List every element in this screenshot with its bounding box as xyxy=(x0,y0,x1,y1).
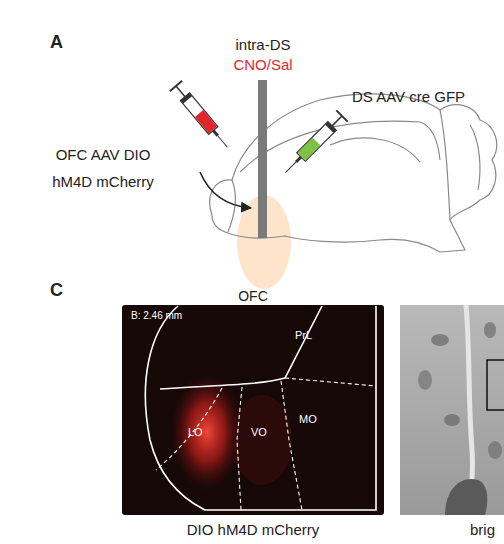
syringe-green xyxy=(280,110,348,178)
micrograph xyxy=(122,305,384,515)
region-label: PrL xyxy=(295,329,312,342)
region-label: LO xyxy=(188,426,203,439)
scale-label: B: 2.46 mm xyxy=(131,310,182,322)
panel-heading: OFC xyxy=(238,288,268,305)
brain-outline xyxy=(210,94,497,252)
annotation-label: intra-DS xyxy=(235,36,290,54)
brightfield-image xyxy=(400,305,504,515)
projection-arrow xyxy=(200,172,251,208)
region-label: MO xyxy=(299,413,317,426)
annotation-label: CNO/Sal xyxy=(233,56,292,74)
annotation-label: OFC AAV DIO hM4D mCherry xyxy=(46,141,160,195)
fluorescence-image: OFCB: 2.46 mmLOVOMOPrL xyxy=(122,305,384,515)
panel-letter: C xyxy=(50,280,63,302)
cannula xyxy=(258,80,267,238)
syringe-red xyxy=(170,81,234,153)
annotation-label: DS AAV cre GFP xyxy=(352,88,465,106)
annotation-label: DIO hM4D mCherry xyxy=(187,521,320,539)
annotation-label: brig xyxy=(470,521,495,539)
region-label: VO xyxy=(251,426,267,439)
panel-letter: A xyxy=(50,32,63,54)
